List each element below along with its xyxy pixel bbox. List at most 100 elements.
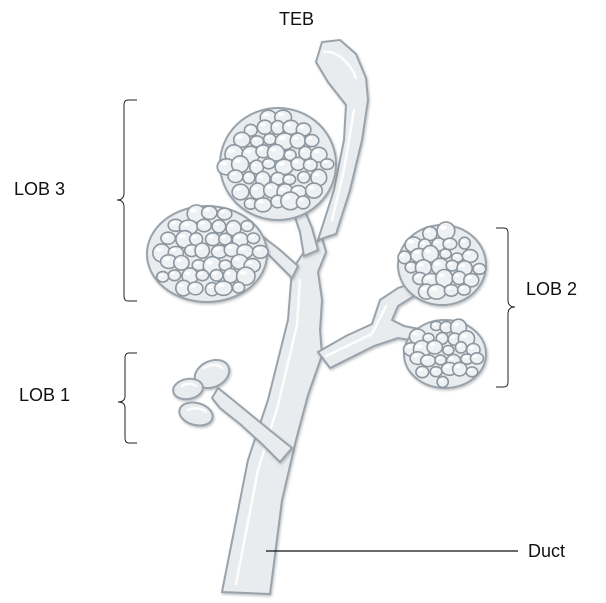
alveolus-highlight	[416, 345, 422, 349]
alveolus	[444, 285, 458, 297]
alveolus-highlight	[221, 235, 226, 238]
alveolus-highlight	[170, 272, 175, 275]
alveolus	[188, 282, 203, 295]
alveolus-highlight	[240, 271, 247, 275]
alveolus-highlight	[190, 208, 197, 212]
alveolus-highlight	[212, 272, 217, 275]
alveolus	[228, 170, 243, 182]
alveolus-highlight	[457, 344, 461, 346]
alveolus-highlight	[440, 226, 447, 230]
alveolus-highlight	[299, 125, 305, 128]
alveolus-highlight	[280, 188, 286, 192]
alveolus	[430, 367, 442, 377]
alveolus	[202, 206, 217, 219]
alveolus-highlight	[178, 284, 184, 287]
alveolus	[247, 233, 260, 244]
alveolus-highlight	[450, 336, 455, 339]
alveolus-highlight	[197, 247, 203, 250]
alveolus	[217, 208, 231, 220]
alveolus-highlight	[437, 357, 441, 359]
alveolus	[252, 245, 268, 258]
alveolus-highlight	[307, 137, 312, 140]
alveolus-highlight	[425, 335, 429, 337]
alveolus-highlight	[273, 198, 278, 201]
alveolus-highlight	[260, 123, 266, 126]
alveolus-highlight	[413, 354, 419, 357]
alveolus	[233, 282, 245, 293]
alveolus	[455, 342, 466, 353]
alveolus	[453, 362, 467, 376]
alveolus-highlight	[453, 323, 459, 326]
lob1-bracket	[118, 353, 137, 443]
alveolus-highlight	[273, 175, 278, 178]
alveolus-highlight	[192, 236, 197, 239]
alveolus	[440, 249, 451, 259]
alveolus-highlight	[466, 276, 472, 279]
alveolus-highlight	[284, 196, 291, 200]
alveolus	[168, 270, 180, 281]
alveolus	[196, 270, 209, 281]
alveolus-highlight	[455, 365, 460, 368]
alveolus-highlight	[415, 275, 420, 278]
alveolus-highlight	[255, 247, 261, 250]
alveolus	[241, 221, 254, 232]
alveolus-highlight	[253, 138, 258, 141]
alveolus-highlight	[454, 274, 459, 277]
alveolus-highlight	[198, 272, 203, 275]
alveolus-highlight	[300, 174, 305, 177]
alveolus-highlight	[270, 148, 276, 152]
alveolus-highlight	[258, 147, 263, 150]
alveolus	[458, 284, 471, 295]
alveolus-highlight	[264, 160, 269, 163]
alveolus	[296, 196, 309, 209]
alveolus-highlight	[400, 254, 405, 257]
alveolus-highlight	[442, 251, 446, 254]
alveolus	[443, 346, 454, 355]
alveolus-highlight	[447, 287, 452, 290]
alveolus-highlight	[431, 287, 438, 291]
alveolus-highlight	[234, 159, 240, 163]
alveolus-highlight	[236, 135, 242, 139]
alveolus-highlight	[187, 247, 192, 250]
alveolus-highlight	[235, 187, 241, 191]
alveolus-highlight	[430, 343, 436, 346]
alveolus	[212, 220, 226, 233]
alveolus-highlight	[245, 174, 250, 177]
alveolus-highlight	[263, 113, 269, 117]
alveolus-highlight	[313, 150, 319, 154]
alveolus-highlight	[475, 265, 480, 268]
alveolus-highlight	[448, 262, 453, 265]
lob2-bracket	[496, 228, 515, 387]
alveolus-highlight	[406, 345, 412, 349]
alveolus-highlight	[246, 200, 251, 203]
alveolus-highlight	[176, 259, 182, 262]
alveolus-highlight	[418, 368, 423, 371]
alveolus-highlight	[306, 161, 311, 164]
alveolus-highlight	[214, 247, 220, 250]
alveolus-highlight	[463, 356, 468, 359]
lob3-upper-cluster	[217, 108, 336, 220]
alveolus-highlight	[266, 186, 272, 189]
alveolus-highlight	[461, 240, 465, 242]
alveolus	[197, 219, 211, 231]
alveolus-highlight	[194, 261, 199, 264]
alveolus	[466, 367, 478, 377]
alveolus-highlight	[163, 234, 168, 237]
lob2-upper-cluster	[398, 222, 486, 305]
alveolus-highlight	[421, 242, 426, 245]
alveolus-highlight	[468, 369, 472, 372]
alveolus-highlight	[293, 187, 299, 190]
alveolus-highlight	[425, 276, 432, 280]
alveolus-highlight	[407, 264, 412, 267]
alveolus	[459, 237, 470, 249]
alveolus-highlight	[293, 136, 299, 139]
alveolus-highlight	[204, 208, 210, 211]
alveolus-highlight	[412, 332, 418, 336]
alveolus-highlight	[299, 199, 304, 202]
alveolus-highlight	[432, 323, 436, 325]
alveolus-highlight	[449, 357, 454, 360]
alveolus-highlight	[257, 200, 263, 204]
alveolus-highlight	[199, 221, 205, 224]
lob1-label: LOB 1	[19, 386, 70, 404]
alveolus-highlight	[277, 112, 283, 116]
